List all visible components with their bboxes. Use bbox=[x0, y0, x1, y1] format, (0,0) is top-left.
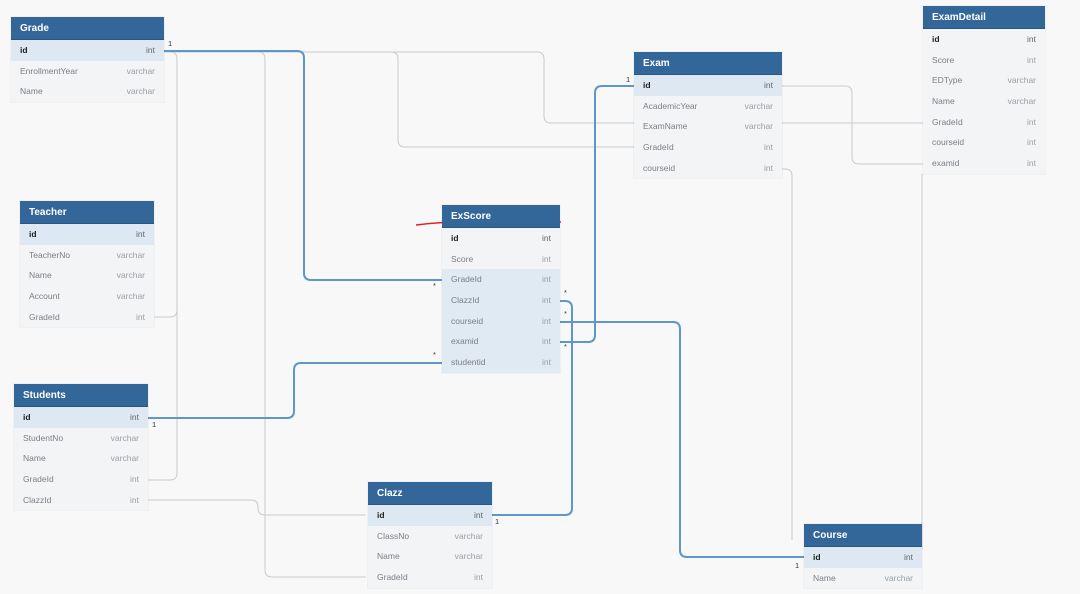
grade-table-title[interactable]: Grade bbox=[11, 17, 164, 40]
examdetail-table-title[interactable]: ExamDetail bbox=[923, 6, 1045, 29]
clazz-table-title[interactable]: Clazz bbox=[368, 482, 492, 505]
card-many-exscore-examid: * bbox=[564, 342, 567, 351]
card-one-exam: 1 bbox=[626, 75, 631, 84]
card-many-exscore-studentid: * bbox=[433, 350, 436, 359]
ref-line-grade-clazz bbox=[164, 51, 366, 578]
students-table-title[interactable]: Students bbox=[14, 384, 148, 407]
rel-line-students-exscore bbox=[148, 362, 442, 419]
course-table-title[interactable]: Course bbox=[804, 524, 922, 547]
card-one-grade: 1 bbox=[168, 39, 173, 48]
card-many-exscore-courseid: * bbox=[564, 309, 567, 318]
rel-line-grade-exscore bbox=[164, 50, 442, 281]
card-one-students: 1 bbox=[152, 420, 157, 429]
exscore-table-title[interactable]: ExScore bbox=[442, 205, 560, 228]
card-many-exscore-clazzid: * bbox=[564, 288, 567, 297]
rel-line-exam-exscore bbox=[560, 85, 634, 343]
card-many-exscore-gradeid: * bbox=[433, 281, 436, 290]
ref-line-students-clazz bbox=[148, 499, 366, 516]
teacher-table-title[interactable]: Teacher bbox=[20, 201, 154, 224]
card-one-course: 1 bbox=[795, 561, 800, 570]
rel-line-course-exscore bbox=[560, 321, 804, 558]
card-one-clazz: 1 bbox=[495, 517, 500, 526]
ref-line-exam-examdetail bbox=[782, 85, 923, 165]
ref-line-grade-exam bbox=[164, 51, 634, 124]
exam-table-title[interactable]: Exam bbox=[634, 52, 782, 75]
ref-line-grade-exam-gradeid bbox=[164, 51, 634, 148]
ref-line-exam-course bbox=[782, 168, 793, 540]
